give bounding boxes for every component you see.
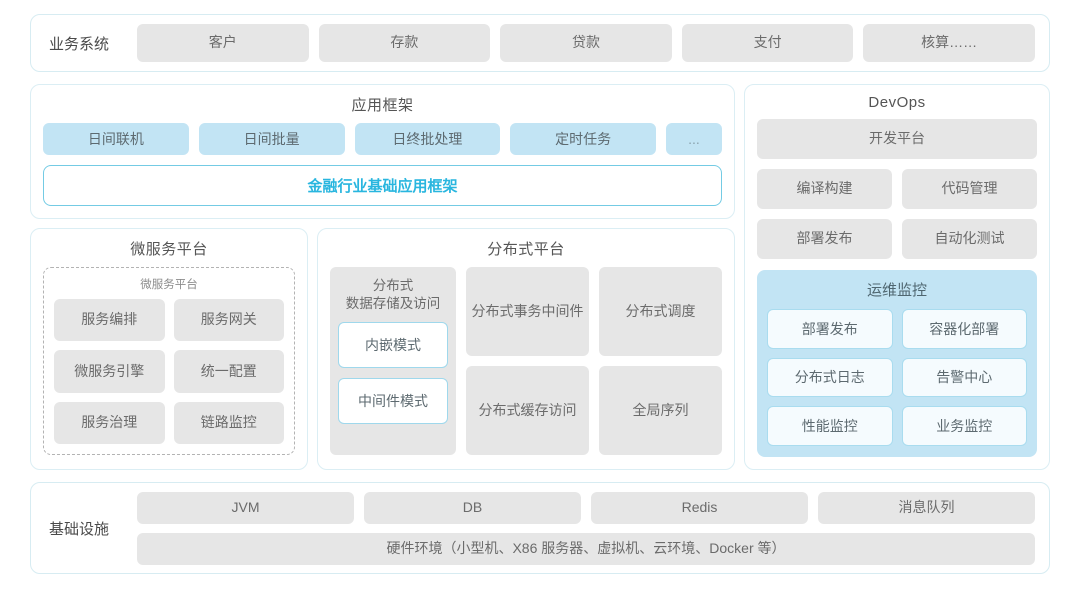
devops-chip-compile-build[interactable]: 编译构建 bbox=[757, 169, 892, 209]
infra-chip-message-queue[interactable]: 消息队列 bbox=[818, 491, 1035, 524]
business-chip-customer[interactable]: 客户 bbox=[137, 24, 309, 62]
infrastructure-stack: JVM DB Redis 消息队列 硬件环境（小型机、X86 服务器、虚拟机、云… bbox=[137, 491, 1035, 565]
distributed-storage-title-line2: 数据存储及访问 bbox=[345, 295, 441, 311]
ops-chip-deploy-release[interactable]: 部署发布 bbox=[767, 309, 893, 349]
ms-chip-microservice-engine[interactable]: 微服务引擎 bbox=[54, 350, 165, 393]
app-chip-more[interactable]: ... bbox=[666, 123, 722, 155]
app-framework-panel: 应用框架 日间联机 日间批量 日终批处理 定时任务 ... 金融行业基础应用框架 bbox=[30, 84, 735, 219]
finance-base-framework-bar[interactable]: 金融行业基础应用框架 bbox=[43, 164, 722, 206]
devops-row-deploy: 部署发布 自动化测试 bbox=[757, 219, 1037, 259]
distributed-storage-block[interactable]: 分布式 数据存储及访问 内嵌模式 中间件模式 bbox=[330, 267, 456, 455]
distributed-platform-panel: 分布式平台 分布式 数据存储及访问 内嵌模式 中间件模式 bbox=[317, 228, 735, 470]
ms-chip-service-governance[interactable]: 服务治理 bbox=[54, 401, 165, 444]
app-framework-title: 应用框架 bbox=[351, 97, 414, 114]
devops-chip-automated-test[interactable]: 自动化测试 bbox=[902, 219, 1037, 259]
ops-chip-distributed-log[interactable]: 分布式日志 bbox=[767, 357, 893, 398]
ops-monitoring-title: 运维监控 bbox=[866, 282, 927, 299]
infrastructure-components-row: JVM DB Redis 消息队列 bbox=[137, 491, 1035, 524]
dist-mode-middleware[interactable]: 中间件模式 bbox=[338, 378, 448, 425]
microservice-inner-title: 微服务平台 bbox=[140, 279, 198, 291]
ms-chip-service-orchestration[interactable]: 服务编排 bbox=[54, 299, 165, 342]
distributed-platform-title: 分布式平台 bbox=[487, 241, 565, 258]
devops-chip-code-management[interactable]: 代码管理 bbox=[902, 169, 1037, 209]
dist-chip-cache-access[interactable]: 分布式 缓存访问 bbox=[466, 366, 589, 455]
business-chip-payment[interactable]: 支付 bbox=[681, 24, 854, 62]
app-chip-scheduled-task[interactable]: 定时任务 bbox=[510, 123, 656, 155]
business-systems-row: 业务系统 客户 存款 贷款 支付 核算…… bbox=[30, 14, 1050, 72]
distributed-grid: 分布式 事务中间件 分布式调度 分布式 缓存访问 全局序列 bbox=[466, 267, 722, 455]
ops-chip-alert-center[interactable]: 告警中心 bbox=[901, 357, 1027, 398]
devops-chip-dev-platform[interactable]: 开发平台 bbox=[757, 119, 1037, 159]
devops-title: DevOps bbox=[868, 94, 926, 111]
business-chip-accounting[interactable]: 核算…… bbox=[863, 24, 1035, 62]
microservice-inner-dashed-box: 微服务平台 服务编排 服务网关 微服务引擎 统一配置 服务治理 链路监控 bbox=[43, 267, 295, 455]
ops-chip-container-deploy[interactable]: 容器化部署 bbox=[901, 309, 1027, 349]
infra-chip-hardware-environment[interactable]: 硬件环境（小型机、X86 服务器、虚拟机、云环境、Docker 等） bbox=[137, 532, 1035, 565]
distributed-storage-title: 分布式 数据存储及访问 bbox=[338, 277, 448, 322]
ms-chip-unified-config[interactable]: 统一配置 bbox=[173, 350, 284, 393]
dist-chip-cache-access-line1: 分布式 bbox=[478, 401, 521, 418]
app-chip-daytime-online[interactable]: 日间联机 bbox=[43, 123, 189, 155]
app-chip-eod-batch[interactable]: 日终批处理 bbox=[354, 123, 501, 155]
ops-monitoring-grid: 部署发布 容器化部署 分布式日志 告警中心 性能监控 业务监控 bbox=[767, 309, 1027, 446]
devops-column: DevOps 开发平台 编译构建 代码管理 部署发布 自动化测试 运维监控 部署… bbox=[744, 84, 1050, 470]
dist-chip-global-sequence[interactable]: 全局序列 bbox=[599, 366, 722, 455]
business-systems-label: 业务系统 bbox=[48, 35, 109, 53]
business-chip-loan[interactable]: 贷款 bbox=[500, 24, 672, 62]
platforms-row: 微服务平台 微服务平台 服务编排 服务网关 微服务引擎 统一配置 服务治理 链路… bbox=[30, 228, 735, 470]
infra-chip-jvm[interactable]: JVM bbox=[137, 491, 354, 524]
dist-mode-embedded[interactable]: 内嵌模式 bbox=[338, 322, 448, 369]
microservice-grid: 服务编排 服务网关 微服务引擎 统一配置 服务治理 链路监控 bbox=[54, 299, 284, 444]
middle-section: 应用框架 日间联机 日间批量 日终批处理 定时任务 ... 金融行业基础应用框架… bbox=[30, 84, 1050, 470]
infra-chip-redis[interactable]: Redis bbox=[591, 491, 808, 524]
ops-chip-business-monitoring[interactable]: 业务监控 bbox=[901, 406, 1027, 446]
infrastructure-label: 基础设施 bbox=[48, 520, 109, 538]
middle-left-column: 应用框架 日间联机 日间批量 日终批处理 定时任务 ... 金融行业基础应用框架… bbox=[30, 84, 735, 470]
business-chip-deposit[interactable]: 存款 bbox=[318, 24, 491, 62]
dist-chip-transaction-middleware[interactable]: 分布式 事务中间件 bbox=[466, 267, 589, 356]
app-framework-chip-row: 日间联机 日间批量 日终批处理 定时任务 ... bbox=[43, 123, 722, 155]
dist-chip-transaction-middleware-line2: 事务中间件 bbox=[513, 302, 584, 319]
dist-chip-transaction-middleware-line1: 分布式 bbox=[471, 302, 514, 319]
infrastructure-hardware-row: 硬件环境（小型机、X86 服务器、虚拟机、云环境、Docker 等） bbox=[137, 532, 1035, 565]
devops-chip-deploy-release[interactable]: 部署发布 bbox=[757, 219, 892, 259]
app-chip-daytime-batch[interactable]: 日间批量 bbox=[198, 123, 345, 155]
ms-chip-trace-monitoring[interactable]: 链路监控 bbox=[173, 401, 284, 444]
infrastructure-row: 基础设施 JVM DB Redis 消息队列 硬件环境（小型机、X86 服务器、… bbox=[30, 482, 1050, 574]
devops-panel: DevOps 开发平台 编译构建 代码管理 部署发布 自动化测试 运维监控 部署… bbox=[744, 84, 1050, 470]
infra-chip-db[interactable]: DB bbox=[364, 491, 581, 524]
ms-chip-service-gateway[interactable]: 服务网关 bbox=[173, 299, 284, 342]
dist-chip-scheduling[interactable]: 分布式调度 bbox=[599, 267, 722, 356]
ops-monitoring-block: 运维监控 部署发布 容器化部署 分布式日志 告警中心 性能监控 业务监控 bbox=[757, 270, 1037, 457]
microservice-platform-panel: 微服务平台 微服务平台 服务编排 服务网关 微服务引擎 统一配置 服务治理 链路… bbox=[30, 228, 308, 470]
ops-chip-performance-monitoring[interactable]: 性能监控 bbox=[767, 406, 893, 446]
microservice-platform-title: 微服务平台 bbox=[130, 241, 208, 258]
devops-row-build: 编译构建 代码管理 bbox=[757, 169, 1037, 209]
distributed-body: 分布式 数据存储及访问 内嵌模式 中间件模式 分布式 事务中间件 分布式调度 bbox=[330, 267, 722, 455]
dist-chip-cache-access-line2: 缓存访问 bbox=[520, 401, 577, 418]
distributed-storage-title-line1: 分布式 bbox=[372, 278, 414, 293]
